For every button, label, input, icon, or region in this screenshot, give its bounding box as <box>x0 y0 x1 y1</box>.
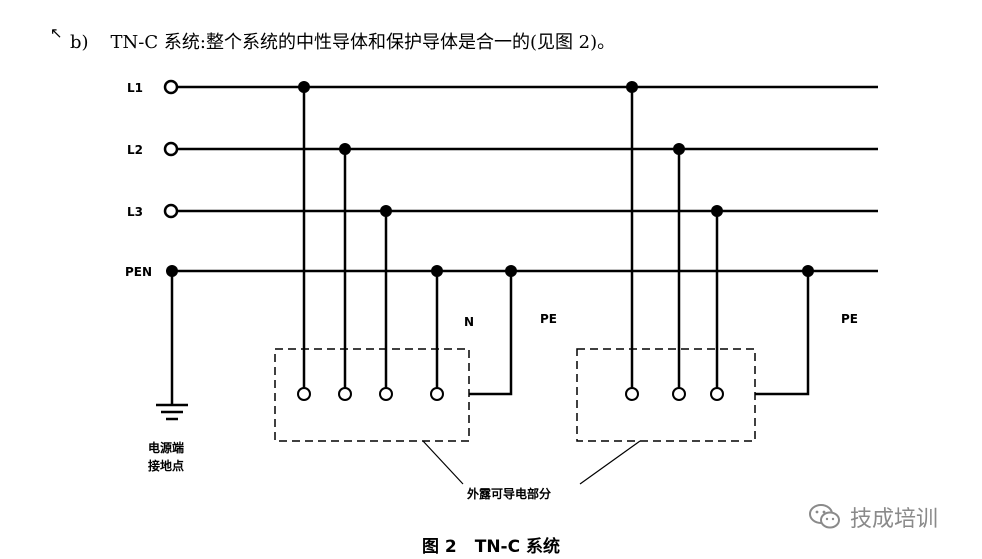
section-heading: b) TN-C 系统:整个系统的中性导体和保护导体是合一的(见图 2)。 <box>70 28 615 54</box>
l3-junction-dot-2 <box>711 205 723 217</box>
mouse-cursor-icon: ↖ <box>50 24 63 42</box>
bus-label-l2: L2 <box>127 143 143 157</box>
eq1-n-terminal <box>430 387 444 401</box>
pen-n-junction-dot <box>431 265 443 277</box>
l3-junction-dot-1 <box>380 205 392 217</box>
bus-label-l3: L3 <box>127 205 143 219</box>
l2-junction-dot-2 <box>673 143 685 155</box>
l1-junction-dot-1 <box>298 81 310 93</box>
label-pe-2: PE <box>841 312 858 326</box>
eq2-pe-conductor <box>755 271 810 396</box>
pen-pe-junction-dot-2 <box>802 265 814 277</box>
equipment-1-enclosure <box>274 348 470 442</box>
pen-pe-junction-dot-1 <box>505 265 517 277</box>
eq1-pe-conductor <box>469 271 513 396</box>
label-pe-1: PE <box>540 312 557 326</box>
leader-line-1 <box>422 440 464 485</box>
section-text: TN-C 系统:整个系统的中性导体和保护导体是合一的(见图 2)。 <box>110 32 616 53</box>
l1-junction-dot-2 <box>626 81 638 93</box>
figure-caption: 图 2 TN-C 系统 <box>0 532 982 557</box>
equipment-2-enclosure <box>576 348 756 442</box>
watermark-text: 技成培训 <box>850 507 939 532</box>
bus-label-pen: PEN <box>125 265 152 279</box>
figure-title: TN-C 系统 <box>474 537 561 557</box>
eq2-l1-terminal <box>625 387 639 401</box>
eq1-l2-terminal <box>338 387 352 401</box>
wechat-icon <box>809 504 840 529</box>
earth-label-line2: 接地点 <box>148 458 184 473</box>
exposed-parts-label: 外露可导电部分 <box>467 486 551 501</box>
label-n: N <box>464 315 474 329</box>
eq1-l3-terminal <box>379 387 393 401</box>
leader-line-2 <box>579 440 641 485</box>
eq1-l1-terminal <box>297 387 311 401</box>
watermark: 技成培训 <box>808 501 938 533</box>
eq2-l3-terminal <box>710 387 724 401</box>
l2-junction-dot-1 <box>339 143 351 155</box>
l1-source-terminal <box>163 79 179 95</box>
pen-source-dot <box>166 265 178 277</box>
figure-number: 图 2 <box>421 537 457 557</box>
l2-source-terminal <box>163 141 179 157</box>
section-number: b) <box>70 32 89 53</box>
l3-source-terminal <box>163 203 179 219</box>
eq2-l2-terminal <box>672 387 686 401</box>
bus-label-l1: L1 <box>127 81 143 95</box>
earth-label-line1: 电源端 <box>148 440 184 455</box>
